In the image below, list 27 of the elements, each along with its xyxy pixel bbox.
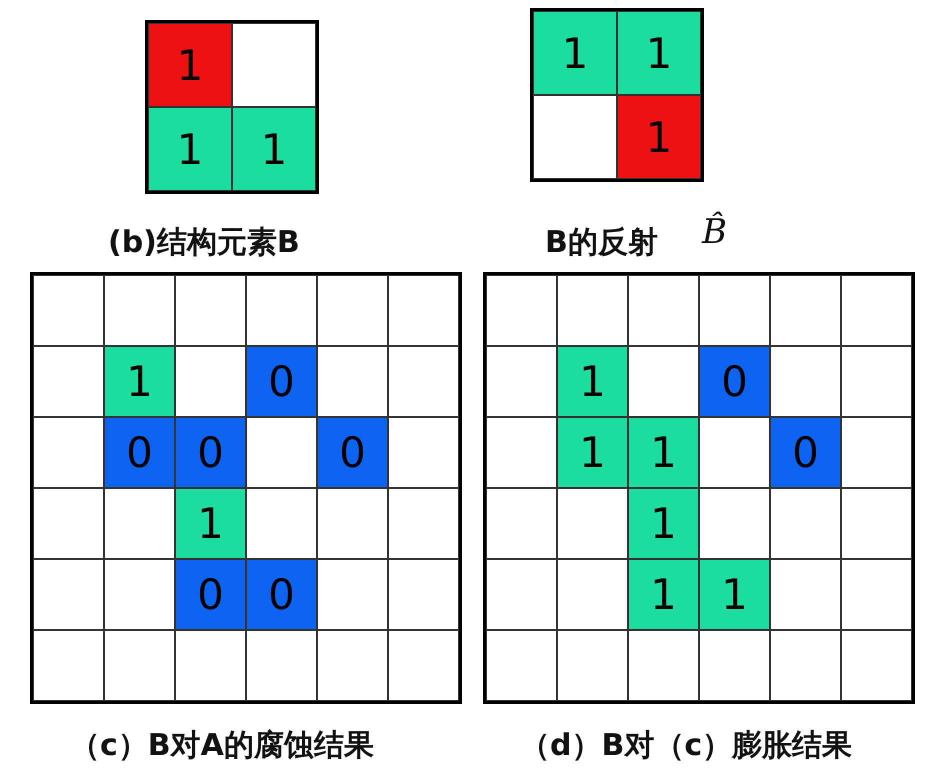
caption: (b)结构元素B <box>108 224 300 262</box>
grid-cell: 1 <box>148 107 232 191</box>
grid-cell: 0 <box>246 559 317 630</box>
grid-cell: 0 <box>770 417 841 488</box>
grid-cell: 1 <box>148 23 232 107</box>
grid-cell: 0 <box>699 346 770 417</box>
grid-cell: 0 <box>175 559 246 630</box>
grid-cell: 1 <box>617 95 701 179</box>
math-symbol: B̂ <box>702 210 727 254</box>
grid-cell: 1 <box>557 417 628 488</box>
grid-cell: 1 <box>628 488 699 559</box>
grid-cell: 1 <box>232 107 316 191</box>
grid-cell: 1 <box>533 11 617 95</box>
grid-cell: 0 <box>175 417 246 488</box>
grid-cell: 1 <box>617 11 701 95</box>
caption: （d）B对（c）膨胀结果 <box>520 727 852 765</box>
caption: B的反射 <box>545 224 658 262</box>
grid-cell: 1 <box>104 346 175 417</box>
grid-cell: 1 <box>175 488 246 559</box>
grid-cell: 1 <box>628 417 699 488</box>
grid-cell: 1 <box>557 346 628 417</box>
grid-cell: 0 <box>317 417 388 488</box>
grid-cell: 1 <box>628 559 699 630</box>
grid-cell: 1 <box>699 559 770 630</box>
grid-cell: 0 <box>246 346 317 417</box>
caption: （c）B对A的腐蚀结果 <box>70 727 374 765</box>
grid-cell: 0 <box>104 417 175 488</box>
